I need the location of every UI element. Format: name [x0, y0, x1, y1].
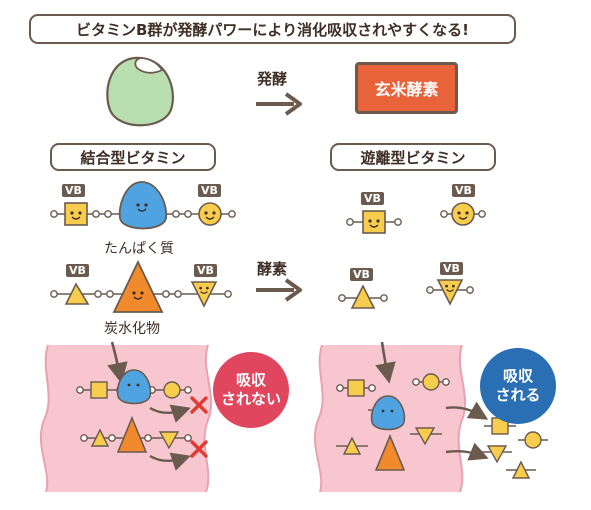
right-intestine — [313, 341, 548, 493]
enzyme-arrow-label: 酵素 — [257, 260, 288, 278]
carb-chain — [50, 259, 232, 313]
protein-chain — [50, 181, 236, 230]
vb-tag: VB — [62, 184, 85, 197]
free-vitamin-header: 遊離型ビタミン — [330, 143, 496, 171]
vb-tag: VB — [198, 184, 221, 197]
enzyme-arrow — [256, 278, 302, 302]
vb-tag: VB — [350, 268, 373, 281]
carb-label: 炭水化物 — [104, 321, 160, 337]
fermentation-label: 発酵 — [257, 70, 288, 88]
title-text: ビタミンB群が発酵パワーにより消化吸収されやすくなる! — [76, 20, 469, 39]
protein-character — [118, 181, 168, 230]
blocked-cross-icon — [190, 440, 208, 458]
absorbed-vitamins — [482, 417, 548, 479]
vb-tag: VB — [361, 192, 384, 205]
vb-tag: VB — [440, 262, 463, 275]
brown-rice-grain — [106, 56, 174, 127]
carb-character — [112, 259, 164, 313]
fermentation-arrow — [256, 92, 302, 116]
title-banner: ビタミンB群が発酵パワーにより消化吸収されやすくなる! — [29, 14, 516, 44]
bound-vitamin-header: 結合型ビタミン — [50, 143, 216, 171]
blocked-cross-icon — [190, 396, 208, 414]
protein-label: たんぱく質 — [104, 241, 174, 257]
vb-tag: VB — [194, 264, 217, 277]
vb-tag: VB — [66, 264, 89, 277]
enzyme-box: 玄米酵素 — [355, 62, 458, 114]
vb-tag: VB — [452, 184, 475, 197]
left-intestine — [39, 341, 213, 493]
not-absorbed-badge: 吸収されない — [213, 352, 289, 428]
free-vitamins — [338, 203, 486, 309]
absorbed-badge: 吸収される — [480, 348, 556, 424]
